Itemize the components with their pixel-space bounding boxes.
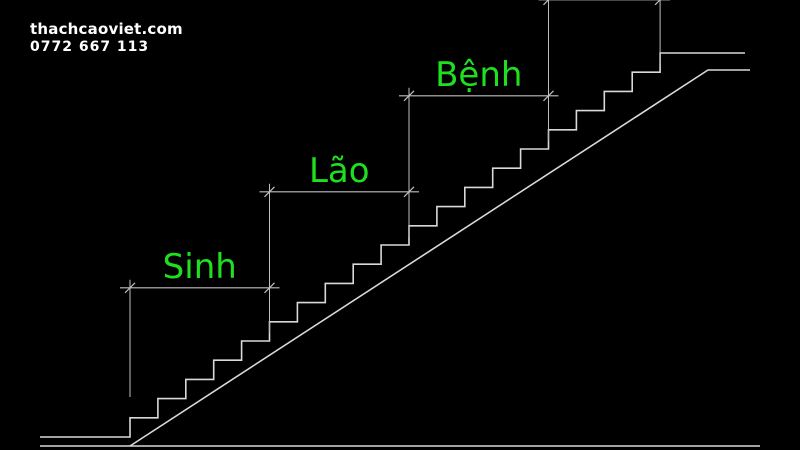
slab-underside-line	[129, 69, 750, 447]
label-bệnh: Bệnh	[435, 55, 522, 95]
dimension-tick	[543, 0, 550, 6]
watermark-website: thachcaoviet.com	[30, 20, 183, 38]
label-lão: Lão	[309, 151, 370, 191]
dimension-lão	[259, 183, 419, 311]
stair-structure	[40, 52, 760, 447]
dimension-tick	[124, 282, 136, 294]
dimension-bệnh	[399, 87, 559, 215]
dimension-tử	[538, 0, 671, 119]
stair-profile-line	[40, 52, 745, 438]
dimension-group	[120, 0, 671, 397]
dimension-tick	[264, 186, 275, 198]
watermark-phone: 0772 667 113	[30, 39, 150, 55]
dimension-tick	[403, 90, 415, 102]
dimension-tick	[654, 0, 661, 6]
label-sinh: Sinh	[163, 247, 237, 287]
label-group: SinhLãoBệnhTử	[163, 55, 523, 287]
